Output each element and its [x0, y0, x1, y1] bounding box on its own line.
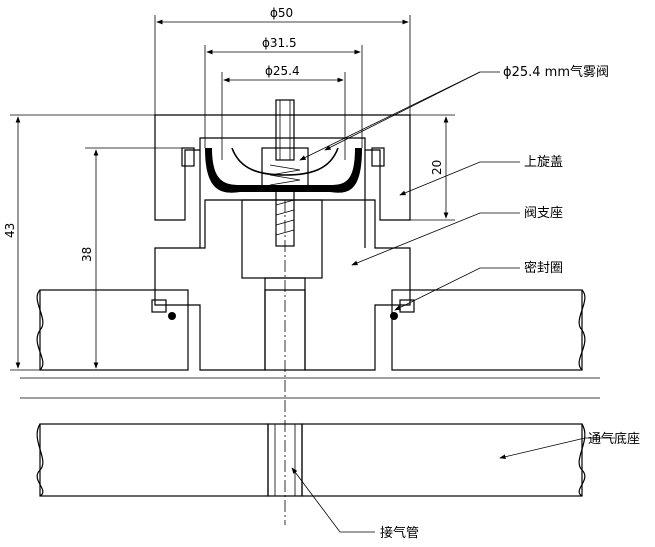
valve-seat — [154, 199, 411, 525]
dim-phi50: ϕ50 — [270, 6, 293, 20]
dim-phi31-5: ϕ31.5 — [262, 36, 297, 50]
air-tube — [267, 423, 303, 497]
upper-cap — [154, 114, 411, 248]
dim-38: 38 — [80, 247, 94, 262]
dim-phi25-4: ϕ25.4 — [265, 64, 300, 78]
dimension-texts: ϕ50 ϕ31.5 ϕ25.4 20 43 38 — [3, 6, 444, 262]
label-vent-base: 通气底座 — [588, 431, 640, 447]
dim-43: 43 — [3, 223, 17, 238]
dim-20: 20 — [430, 160, 444, 175]
label-upper-cap: 上旋盖 — [524, 155, 563, 170]
label-aerosol-valve: ϕ25.4 mm气雾阀 — [503, 64, 609, 80]
leader-lines — [291, 71, 615, 533]
part-labels: ϕ25.4 mm气雾阀 上旋盖 阀支座 密封圈 通气底座 接气管 — [380, 64, 640, 541]
dimension-lines — [10, 15, 455, 371]
label-valve-seat: 阀支座 — [524, 206, 563, 221]
label-air-tube: 接气管 — [380, 525, 419, 541]
aerosol-valve — [205, 99, 362, 247]
vent-base — [20, 289, 600, 497]
label-seal-ring: 密封圈 — [524, 260, 563, 276]
